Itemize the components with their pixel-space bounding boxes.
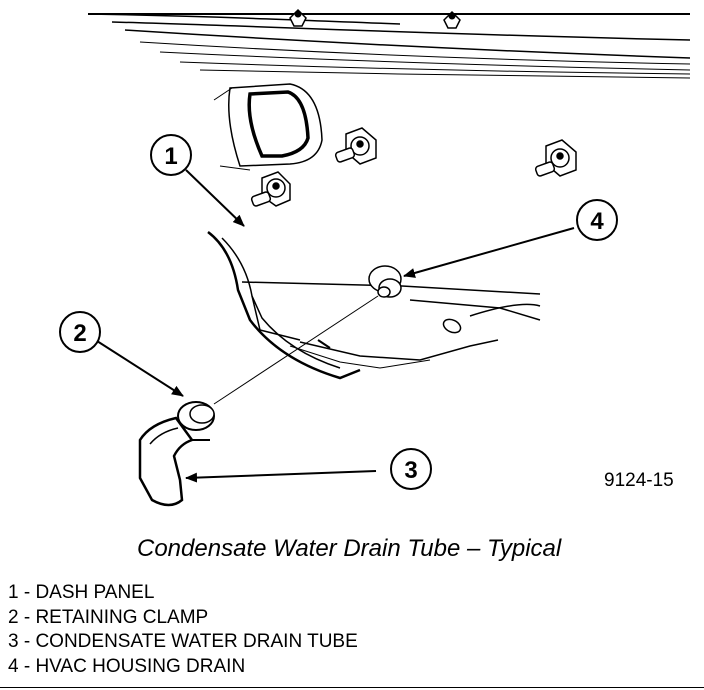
callout-3-label: 3 — [404, 457, 417, 484]
arrow-2 — [96, 340, 184, 397]
legend-item-dash-panel: 1 - DASH PANEL — [8, 582, 155, 603]
bottom-rule — [0, 687, 704, 688]
arrow-1 — [185, 169, 245, 227]
hvac-housing-drain — [377, 278, 402, 298]
legend-item-retaining-clamp: 2 - RETAINING CLAMP — [8, 606, 209, 628]
arrow-4 — [403, 227, 575, 278]
alignment-line — [213, 295, 379, 405]
callout-1-label: 1 — [164, 143, 177, 170]
legend-item-drain-tube: 3 - CONDENSATE WATER DRAIN TUBE — [8, 631, 358, 652]
callout-1: 1 — [150, 134, 192, 176]
callout-4-label: 4 — [590, 208, 604, 235]
arrow-3 — [185, 470, 377, 483]
callout-2-label: 2 — [73, 320, 86, 347]
hvac-housing — [207, 231, 541, 380]
leader-arrows — [96, 169, 575, 483]
mounting-stud-left — [250, 171, 291, 207]
dash-opening — [213, 83, 323, 171]
mounting-stud-center — [334, 127, 377, 165]
figure-id: 9124-15 — [604, 470, 674, 491]
figure-caption: Condensate Water Drain Tube – Typical — [137, 535, 562, 562]
mounting-stud-right — [534, 139, 577, 177]
callout-3: 3 — [390, 448, 432, 490]
legend: 1 - DASH PANEL 2 - RETAINING CLAMP 3 - C… — [8, 581, 358, 679]
drain-tube-shape — [138, 416, 195, 507]
cowl-panel — [87, 8, 691, 79]
legend-item-hvac-housing-drain: 4 - HVAC HOUSING DRAIN — [8, 655, 246, 677]
callout-2: 2 — [59, 311, 101, 353]
callout-4: 4 — [576, 199, 618, 241]
